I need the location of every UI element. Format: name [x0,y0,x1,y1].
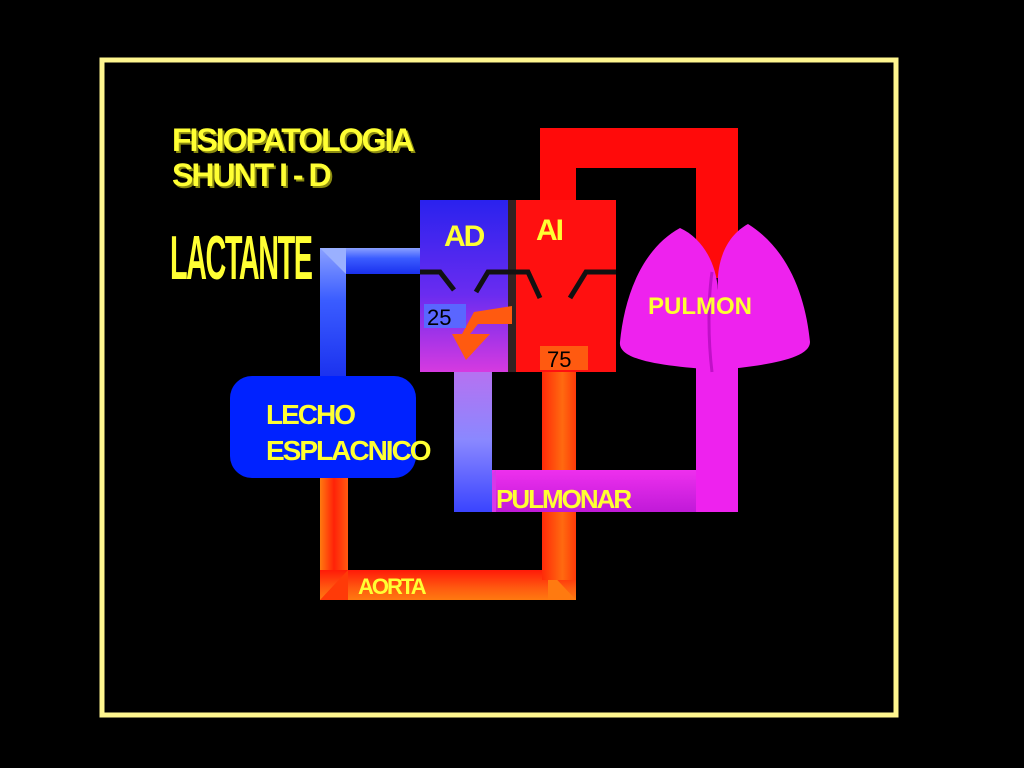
title-line-2: SHUNT I - D [172,157,330,193]
title-block: FISIOPATOLOGIA FISIOPATOLOGIA SHUNT I - … [172,122,418,195]
ai-label: AI [536,214,563,247]
pulmonar-label: PULMONAR [496,484,632,514]
ai-value: 75 [547,347,571,372]
slide-frame [99,57,899,718]
svg-text:SHUNT I - D: SHUNT I - D [174,159,332,195]
subject-label: LACTANTE [170,224,312,293]
shunt-arrow-icon [452,306,512,360]
ai-value-box [540,346,588,370]
ad-value-box [424,304,466,328]
lecho-box [230,376,416,478]
valve-lines [420,269,616,300]
ad-label: AD [444,220,485,253]
pulmon-label: PULMON [648,293,752,320]
septum [508,200,516,372]
aorta-label: AORTA [358,574,427,599]
lung-shape [619,224,810,373]
svg-text:FISIOPATOLOGIA: FISIOPATOLOGIA [174,124,416,160]
venous-return-pipe [320,248,420,380]
title-line-1: FISIOPATOLOGIA [172,122,414,158]
pulmonary-vein-pipe [540,128,738,278]
right-ventricle-outflow [454,368,492,512]
ad-value: 25 [427,305,451,330]
lecho-label-line-2: ESPLACNICO [266,435,431,466]
atrium-left-box [512,200,616,372]
pulmonary-artery-pipe [454,340,738,512]
lecho-label-line-1: LECHO [266,399,355,430]
aorta-pipe [320,570,576,600]
